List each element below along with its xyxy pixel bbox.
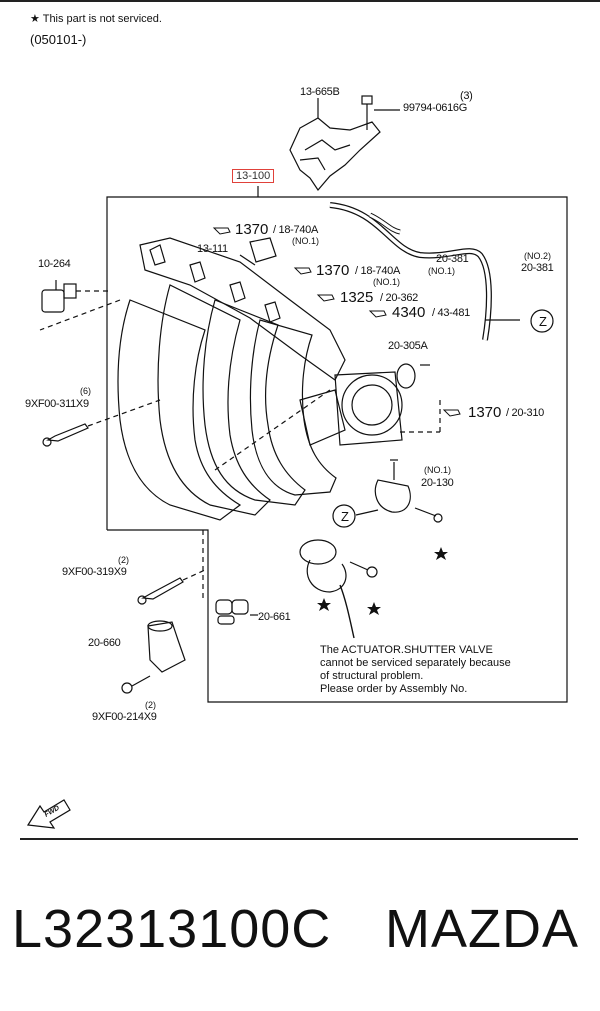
label-20-381-no2: 20-381 (521, 262, 554, 274)
z-label-1: Z (539, 314, 547, 329)
label-13-111: 13-111 (197, 243, 228, 255)
label-20-381-no1: 20-381 (436, 253, 469, 265)
part-number: L32313100C (12, 899, 332, 959)
assembly-frame (106, 196, 568, 703)
runner-4 (249, 319, 337, 496)
runner-1 (117, 299, 242, 521)
label-20-661: 20-661 (258, 611, 291, 623)
fwd-arrow-icon (26, 799, 71, 829)
label-13-665b: 13-665B (300, 86, 340, 98)
qty-319x9: (2) (118, 555, 129, 565)
hand-icon (368, 310, 387, 318)
part-20-660 (147, 621, 186, 673)
plenum (139, 237, 346, 381)
label-18-740a-2: / 18-740A (355, 265, 401, 277)
hand-icon (316, 294, 335, 302)
label-18-740a-no: (NO.1) (292, 236, 319, 246)
label-99794-0616g: 99794-0616G (403, 102, 467, 114)
star-icon (317, 598, 331, 611)
actuator-note-line-1: The ACTUATOR.SHUTTER VALVE (320, 644, 493, 656)
qty-99794: (3) (460, 90, 473, 102)
top-rule (0, 0, 600, 2)
gasket-13-111 (249, 237, 277, 263)
actuator-note: The ACTUATOR.SHUTTER VALVE cannot be ser… (320, 644, 511, 696)
label-9xf00-214x9: 9XF00-214X9 (92, 711, 157, 723)
intake-manifold-diagram: FWD (26, 95, 568, 829)
label-18-740a-2-no: (NO.1) (373, 277, 400, 287)
label-4340: 4340 (392, 304, 426, 321)
shutter-valve (299, 539, 337, 565)
gasket-20-305a (396, 363, 416, 389)
label-20-305a: 20-305A (388, 340, 428, 352)
label-1370-c: 1370 (468, 404, 502, 421)
runner-3 (202, 299, 306, 506)
star-icon (367, 602, 381, 615)
label-18-740a: / 18-740A (273, 224, 319, 236)
label-1325: 1325 (340, 289, 374, 306)
gasket-20-661 (215, 599, 233, 615)
bracket-part (289, 117, 381, 191)
label-13-100: 13-100 (232, 169, 275, 183)
star-icon (434, 547, 448, 560)
not-serviced-note: ★ This part is not serviced. (30, 13, 162, 25)
label-1370-a: 1370 (235, 221, 269, 238)
throttle-body (341, 374, 403, 436)
label-9xf00-319x9: 9XF00-319X9 (62, 566, 127, 578)
label-1370-b: 1370 (316, 262, 350, 279)
actuator-20-130 (374, 479, 411, 513)
bolt-319x9 (141, 577, 184, 600)
brand-name: MAZDA (385, 899, 579, 959)
actuator-note-line-3: of structural problem. (320, 670, 424, 682)
z-label-2: Z (341, 509, 349, 524)
qty-214x9: (2) (145, 700, 156, 710)
label-20-381-no2-tag: (NO.2) (524, 251, 551, 261)
bolt-214x9 (121, 682, 133, 694)
actuator-note-line-4: Please order by Assembly No. (320, 683, 468, 695)
label-20-660: 20-660 (88, 637, 121, 649)
label-20-310: / 20-310 (506, 407, 544, 419)
qty-311x9: (6) (80, 386, 91, 396)
part-10-264 (41, 289, 65, 313)
label-20-381-no1-tag: (NO.1) (428, 266, 455, 276)
footer-rule (20, 838, 578, 840)
label-20-130: 20-130 (421, 477, 454, 489)
label-20-362: / 20-362 (380, 292, 418, 304)
runner-2 (157, 284, 271, 516)
z-circle-2 (332, 504, 356, 528)
model-code: (050101-) (30, 32, 87, 47)
label-43-481: / 43-481 (432, 307, 470, 319)
bolt-311x9 (46, 423, 89, 442)
label-10-264: 10-264 (38, 258, 71, 270)
z-circle-1 (530, 309, 554, 333)
hand-icon (442, 409, 461, 417)
hand-icon (212, 227, 231, 235)
label-20-130-no: (NO.1) (424, 465, 451, 475)
label-9xf00-311x9: 9XF00-311X9 (25, 398, 89, 410)
actuator-note-line-2: cannot be serviced separately because (320, 657, 511, 669)
hand-icon (293, 267, 312, 275)
